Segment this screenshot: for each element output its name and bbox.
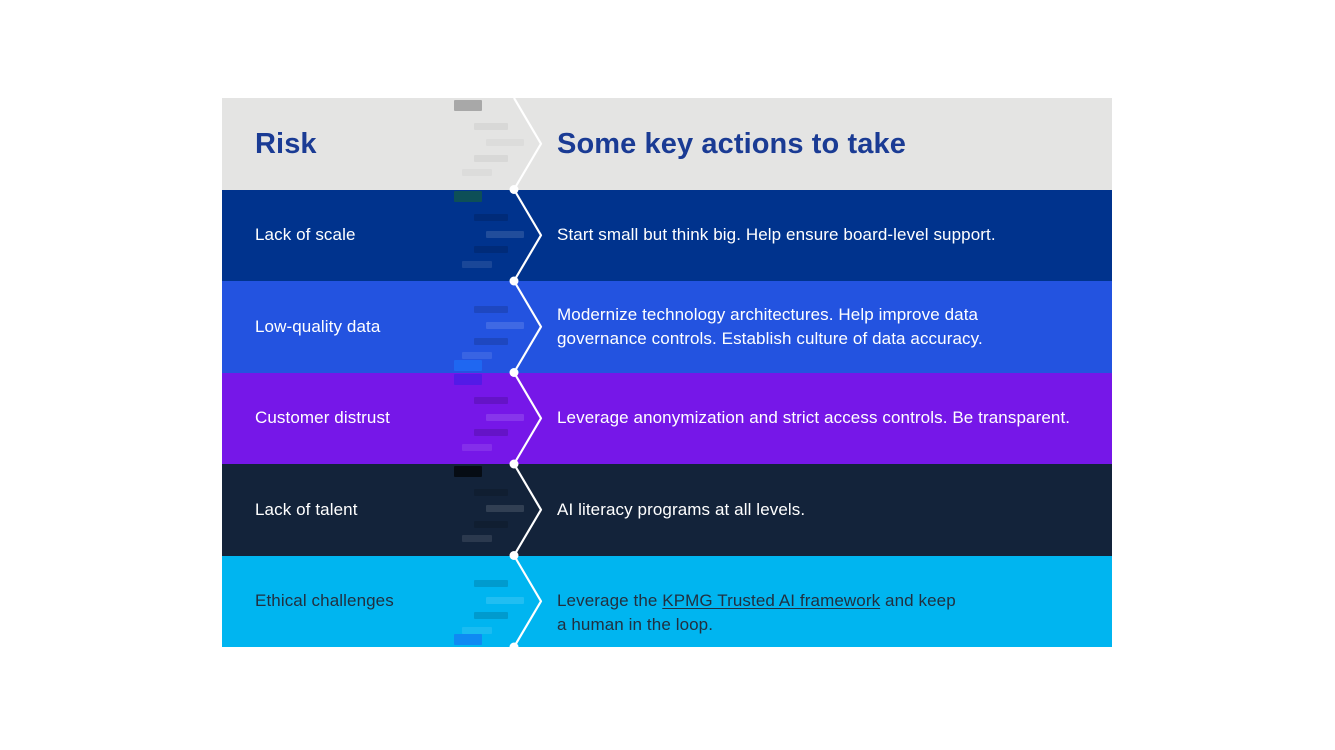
header-risk-label: Risk [255,127,317,160]
row-risk-label: Low-quality data [255,316,381,336]
action-text-after: and keep a human in the loop. [557,591,956,635]
table-row: Low-quality data Modernize technology ar… [222,281,1112,373]
row-action-text: Leverage the KPMG Trusted AI framework a… [514,565,1112,637]
table-row: Lack of scale Start small but think big.… [222,189,1112,281]
row-action-text: Start small but think big. Help ensure b… [557,225,996,245]
row-action-text: AI literacy programs at all levels. [557,499,806,519]
row-risk-label: Lack of talent [255,499,358,519]
row-risk-label: Customer distrust [255,408,390,428]
row-action-text: Leverage anonymization and strict access… [557,408,1071,428]
table-row: Ethical challenges Leverage the KPMG Tru… [222,555,1112,647]
header-actions-label: Some key actions to take [557,127,906,160]
action-text-before: Leverage the [557,591,663,611]
table-row: Lack of talent AI literacy programs at a… [222,464,1112,556]
table-header-row: Risk Some key actions to take [222,98,1112,190]
table-row: Customer distrust Leverage anonymization… [222,372,1112,464]
row-risk-label: Lack of scale [255,225,356,245]
row-action-text: Modernize technology architectures. Help… [557,304,983,348]
risk-actions-table: Risk Some key actions to take Lack of sc… [222,98,1112,647]
kpmg-trusted-ai-link[interactable]: KPMG Trusted AI framework [662,591,881,611]
row-risk-label: Ethical challenges [255,591,394,611]
